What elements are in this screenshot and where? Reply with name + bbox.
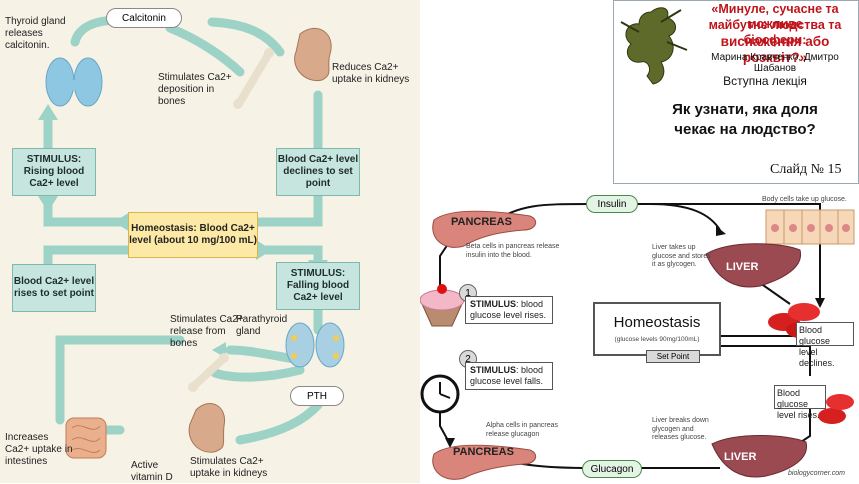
- glucose-arrows: [420, 203, 855, 480]
- stimulus-2-title: STIMULUS: [470, 365, 516, 375]
- intestines-icon: [65, 417, 107, 459]
- declines-label: Blood glucose level declines.: [796, 322, 854, 368]
- homeostasis-subtitle: (glucose levels 90mg/100mL): [614, 336, 700, 343]
- thyroid-gland-icon: [45, 57, 103, 107]
- homeostasis-box: Homeostasis: Blood Ca2+ level (about 10 …: [128, 212, 258, 258]
- credit-label: biologycorner.com: [788, 470, 845, 477]
- liver-icon-top: [705, 243, 802, 288]
- reduces-kidneys-label: Reduces Ca2+ uptake in kidneys: [332, 62, 410, 85]
- stimulus-2-text: : blood glucose level falls.: [470, 365, 544, 386]
- cupcake-icon: [420, 284, 465, 327]
- body-cells-label: Body cells take up glucose.: [762, 196, 847, 203]
- liver-bottom-label: LIVER: [724, 451, 757, 463]
- intestines-label: Increases Ca2+ uptake in intestines: [5, 432, 73, 467]
- insulin-label: Insulin: [586, 195, 638, 213]
- stimulus-2-box: STIMULUS: blood glucose level falls.: [465, 362, 553, 390]
- liver-top-label: LIVER: [726, 261, 759, 273]
- clock-icon: [420, 374, 460, 414]
- stimulus-rising-box: STIMULUS: Rising blood Ca2+ level: [12, 148, 96, 196]
- authors: Марина Кравченко, Дмитро Шабанов: [711, 52, 839, 74]
- set-point-label: Set Point: [646, 350, 700, 363]
- homeostasis-title: Homeostasis: [613, 314, 701, 331]
- declines-box: Blood Ca2+ level declines to set point: [276, 148, 360, 196]
- glucagon-label: Glucagon: [582, 460, 642, 478]
- question-line-2: чекає на людство?: [674, 121, 816, 138]
- rises-box: Blood Ca2+ level rises to set point: [12, 264, 96, 312]
- stimulates-deposition-label: Stimulates Ca2+ deposition in bones: [158, 72, 232, 107]
- liver-icon-bottom: [711, 435, 808, 478]
- pancreas-top-label: PANCREAS: [451, 216, 512, 228]
- title-line-2: майбутнє людства та біосфери:: [708, 18, 842, 47]
- beta-cells-label: Beta cells in pancreas release insulin i…: [466, 243, 560, 259]
- bone-icon-bottom: [188, 353, 229, 392]
- pth-label: PTH: [290, 386, 344, 406]
- stimulus-1-title: STIMULUS: [470, 299, 516, 309]
- kidney-icon-top: [294, 28, 332, 82]
- title-line-3: виснаження або розквіт?»: [720, 34, 830, 65]
- thyroid-label: Thyroid gland releases calcitonin.: [5, 16, 66, 51]
- kidney-icon-bottom: [188, 403, 226, 453]
- title-line-1: «Минуле, сучасне та можливе: [711, 2, 839, 31]
- parathyroid-label: Parathyroid gland: [236, 314, 288, 337]
- pancreas-bottom-label: PANCREAS: [453, 446, 514, 458]
- red-blood-cells-icon-bottom: [818, 394, 854, 424]
- stimulus-falling-box: STIMULUS: Falling blood Ca2+ level: [276, 262, 360, 310]
- stimulates-release-label: Stimulates Ca2+ release from bones: [170, 314, 244, 349]
- pancreas-icon-top: [432, 210, 537, 248]
- calcitonin-label: Calcitonin: [106, 8, 182, 28]
- body-cells-icon: [765, 209, 855, 245]
- liver-breaks-label: Liver breaks down glycogen and releases …: [652, 417, 709, 441]
- dragon-illustration-icon: [620, 7, 688, 85]
- stimulates-uptake-kidneys-label: Stimulates Ca2+ uptake in kidneys: [190, 456, 268, 479]
- pancreas-icon-bottom: [432, 444, 537, 480]
- rises-label: Blood glucose level rises.: [774, 385, 826, 420]
- stimulus-1-box: STIMULUS: blood glucose level rises.: [465, 296, 553, 324]
- slide-number: Слайд № 15: [770, 162, 842, 177]
- liver-takes-label: Liver takes up glucose and stores it as …: [652, 244, 711, 268]
- alpha-cells-label: Alpha cells in pancreas release glucagon: [486, 422, 558, 438]
- bone-icon-top: [233, 48, 274, 109]
- stimulus-1-text: : blood glucose level rises.: [470, 299, 547, 320]
- lecture-label: Вступна лекція: [723, 74, 807, 88]
- question-line-1: Як узнати, яка доля: [672, 101, 818, 118]
- parathyroid-gland-icon: [285, 322, 345, 368]
- active-vitamin-d-label: Active vitamin D: [131, 460, 173, 483]
